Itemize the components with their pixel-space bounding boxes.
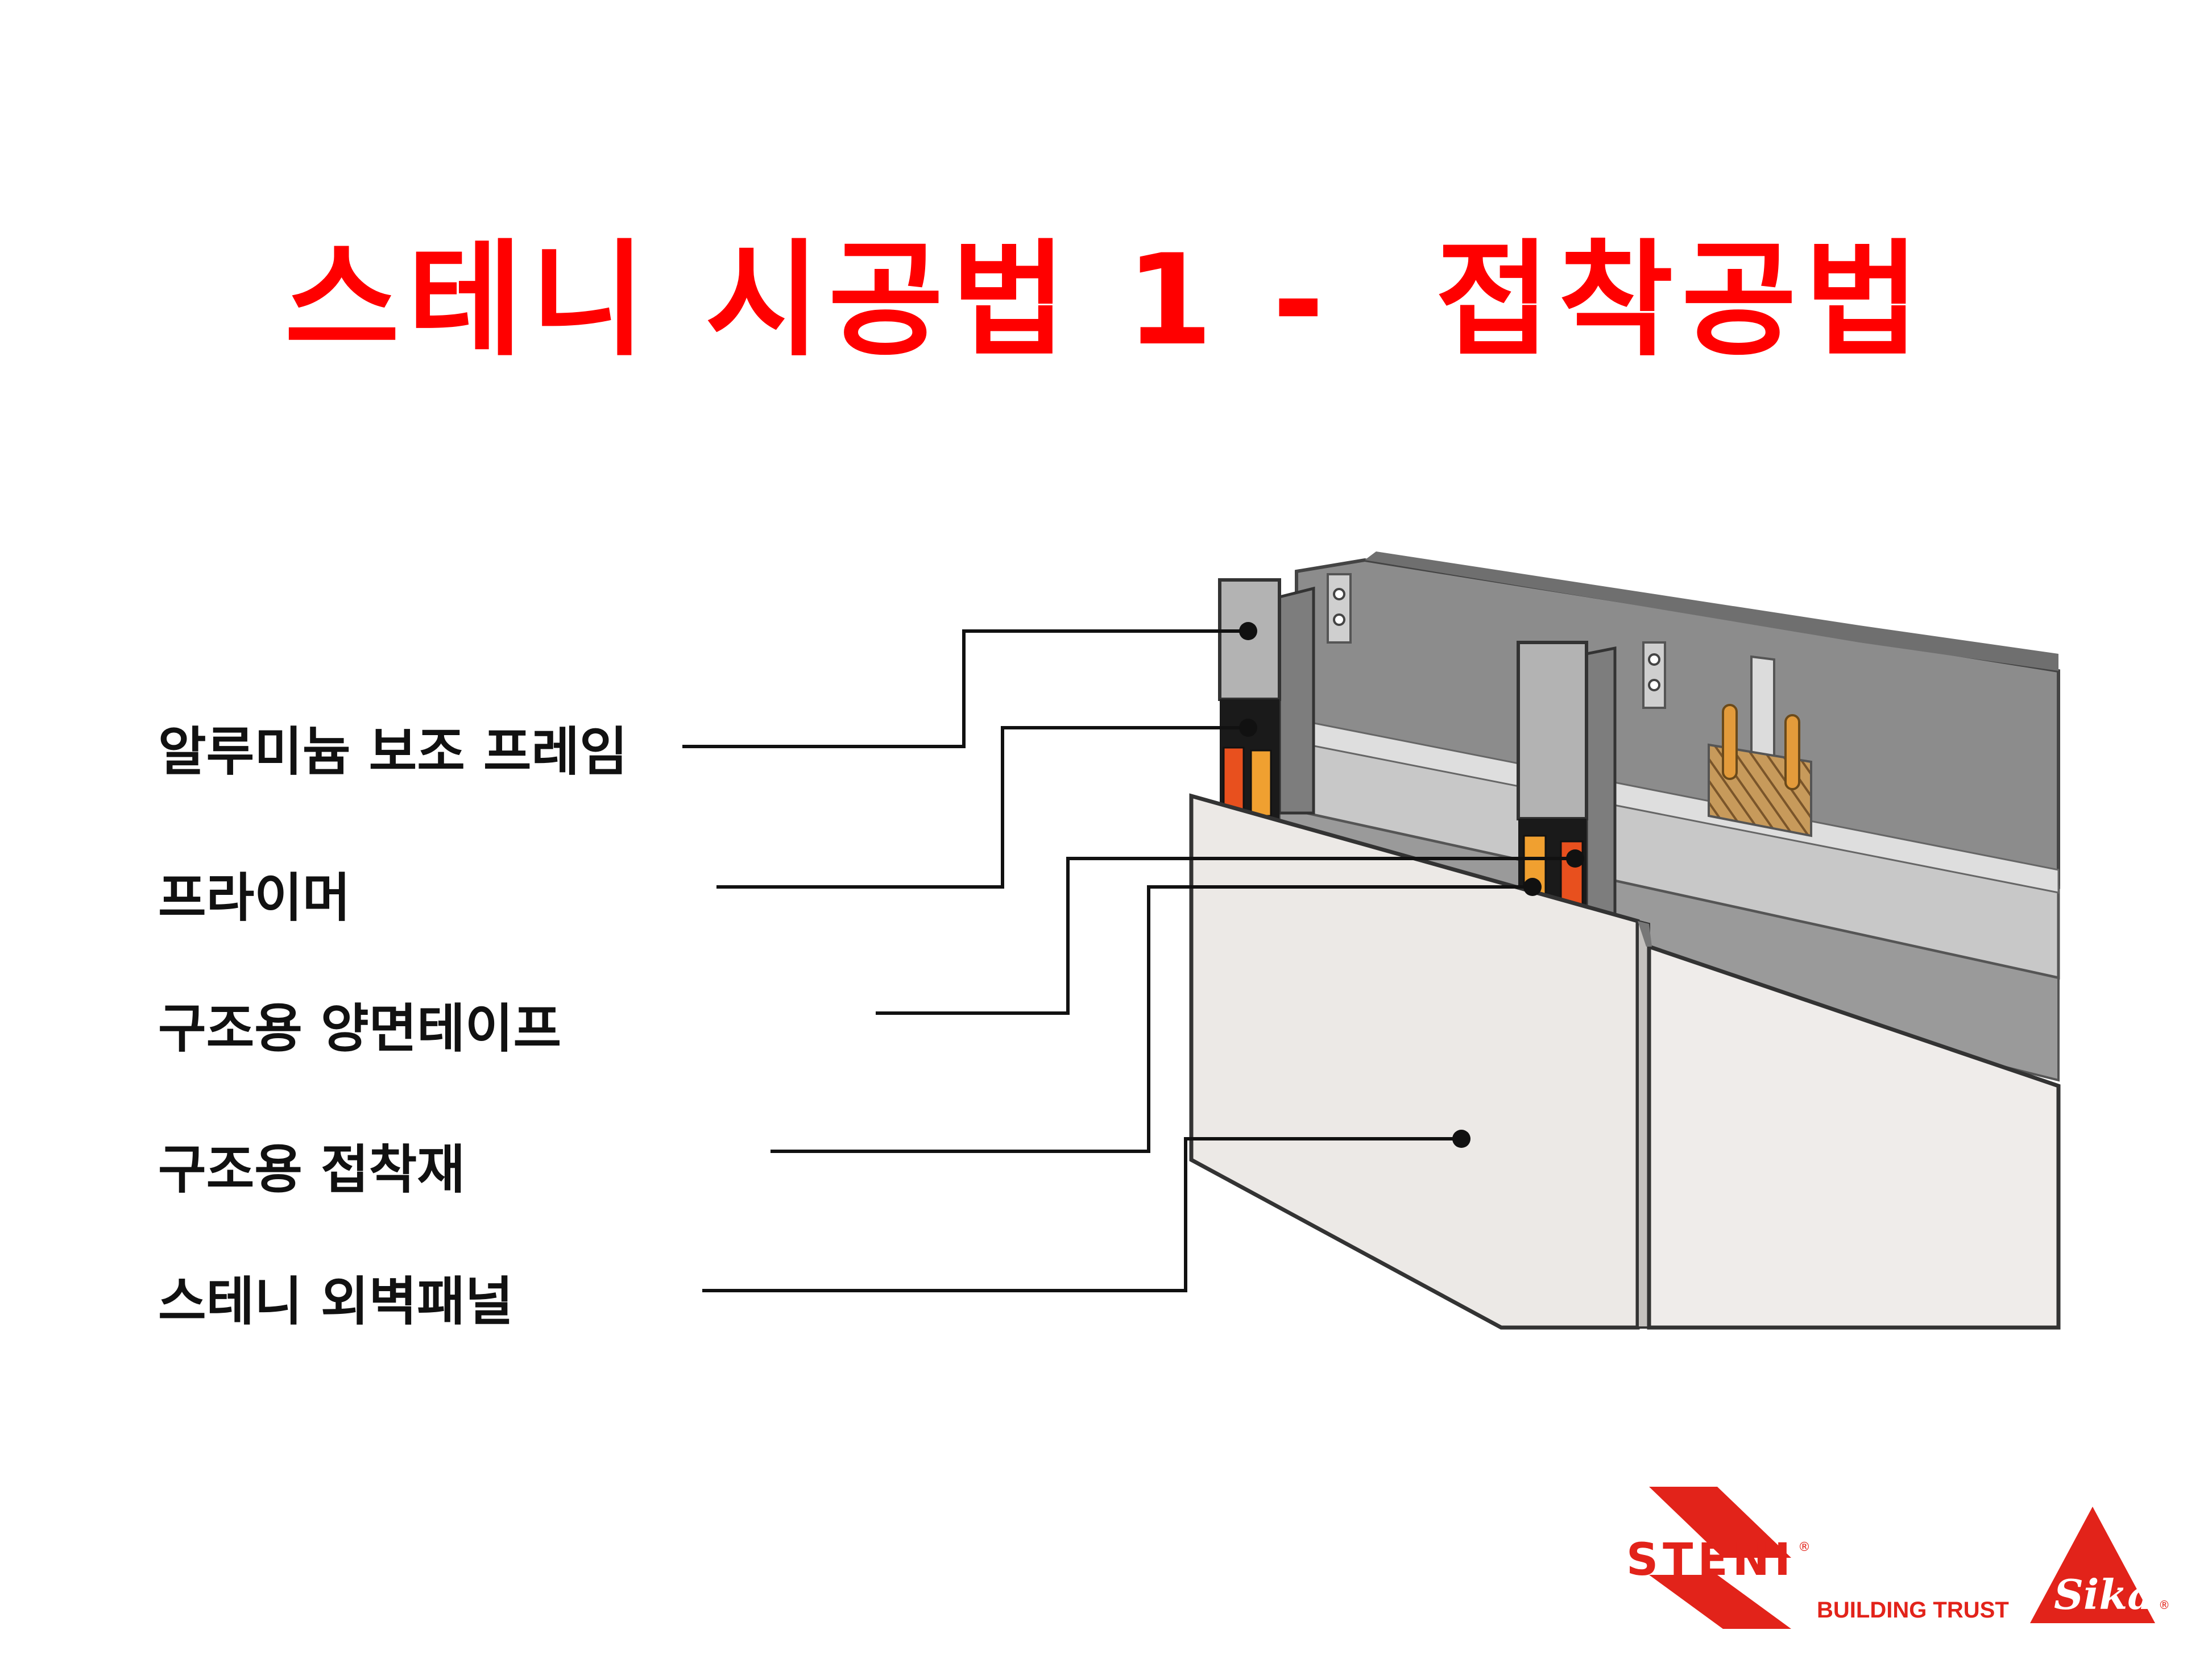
- steni-logo: STENI ®: [1615, 1478, 1820, 1634]
- dot-aluminum-frame: [1239, 622, 1257, 640]
- callout-label-double-tape: 구조용 양면테이프: [158, 998, 562, 1059]
- leader-aluminum-frame: [682, 629, 1248, 748]
- dot-adhesive: [1523, 878, 1542, 896]
- dot-double-tape: [1566, 849, 1584, 868]
- leader-wall-panel: [702, 1137, 1461, 1292]
- callout-label-adhesive: 구조용 접착재: [158, 1139, 465, 1200]
- sika-logo: Sika ®: [2024, 1501, 2172, 1634]
- callout-label-wall-panel: 스테니 외벽패널: [158, 1271, 513, 1332]
- leader-dots: [1239, 622, 1584, 1148]
- callout-label-aluminum-frame: 알루미늄 보조 프레임: [158, 721, 628, 782]
- leader-primer: [716, 726, 1248, 889]
- callout-label-primer: 프라이머: [158, 868, 351, 928]
- building-trust-tagline: BUILDING TRUST: [1817, 1598, 2009, 1623]
- leader-lines: [682, 629, 1575, 1292]
- leader-double-tape: [876, 857, 1575, 1015]
- page-title: 스테니 시공법 1 - 접착공법: [284, 227, 1928, 373]
- dot-primer: [1239, 719, 1257, 737]
- steni-wordmark: STENI: [1626, 1534, 1795, 1586]
- aluminum-frame-left: [1218, 578, 1315, 822]
- svg-text:®: ®: [1798, 1540, 1811, 1554]
- steni-wall-panels: [1189, 793, 2061, 1330]
- dot-wall-panel: [1452, 1130, 1470, 1148]
- svg-text:®: ®: [2159, 1598, 2170, 1612]
- sika-wordmark: Sika: [2054, 1570, 2154, 1619]
- leader-adhesive: [771, 885, 1532, 1153]
